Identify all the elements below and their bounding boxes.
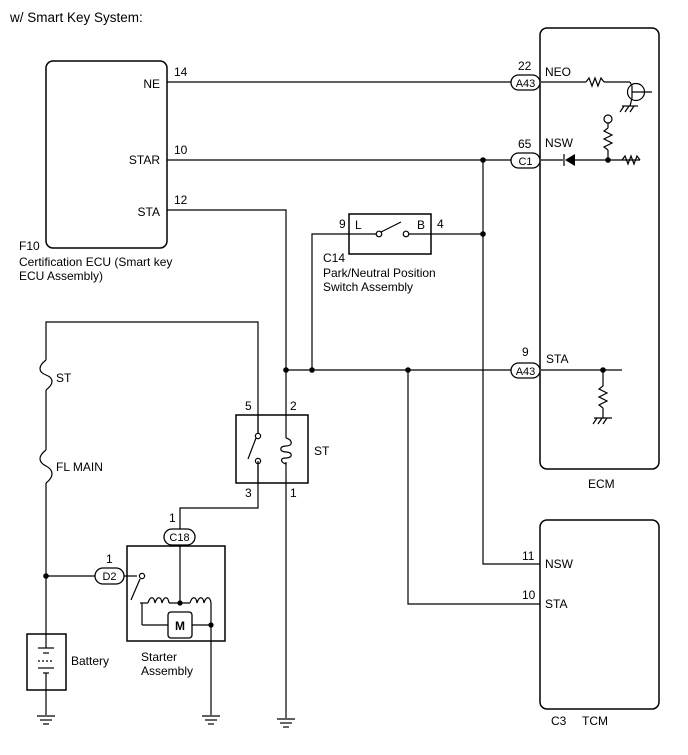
relay-pin-2: 2 (290, 399, 297, 413)
tcm-pin-sta: 10 (522, 588, 536, 602)
cert-ecu-name-line1: Certification ECU (Smart key (19, 255, 172, 269)
connector-a43-neo-label: A43 (516, 78, 536, 90)
connector-a43-sta-label: A43 (516, 366, 536, 378)
starter-motor-label: M (175, 619, 185, 633)
pnp-code: C14 (323, 251, 345, 265)
fuse-fl-main-label: FL MAIN (56, 460, 103, 474)
connector-d2-pin: 1 (106, 552, 113, 566)
ecm-terminal-nsw: NSW (545, 136, 574, 150)
ecm-pin-sta: 9 (522, 345, 529, 359)
pnp-name-line2: Switch Assembly (323, 280, 413, 294)
certification-ecu-box (45, 60, 168, 249)
cert-ecu-pin-ne: 14 (174, 65, 188, 79)
ecm-box (539, 27, 660, 470)
ground-symbol (202, 715, 220, 725)
tcm-name: TCM (582, 714, 608, 728)
starter-name-line1: Starter (141, 650, 177, 664)
tcm-terminal-nsw: NSW (545, 557, 574, 571)
connector-c1-nsw (510, 152, 541, 169)
connector-c1-nsw-label: C1 (518, 156, 532, 168)
relay-pin-1: 1 (290, 486, 297, 500)
starter-name-line2: Assembly (141, 664, 193, 678)
cert-ecu-code: F10 (19, 239, 40, 253)
connector-c18-pin: 1 (169, 511, 176, 525)
cert-ecu-terminal-star: STAR (129, 153, 160, 167)
connector-c18 (163, 528, 196, 546)
starter-assembly-box (126, 545, 226, 642)
connector-a43-neo (510, 74, 541, 91)
connector-a43-sta (510, 362, 541, 379)
ecm-name: ECM (588, 477, 615, 491)
pnp-pin-l: 9 (339, 217, 346, 231)
cert-ecu-pin-star: 10 (174, 143, 188, 157)
ecm-pin-nsw: 65 (518, 137, 532, 151)
pnp-name-line1: Park/Neutral Position (323, 266, 436, 280)
connector-d2-label: D2 (102, 571, 116, 583)
ecm-terminal-sta: STA (546, 352, 568, 366)
starter-motor (167, 611, 193, 639)
cert-ecu-terminal-ne: NE (143, 77, 160, 91)
ecm-terminal-neo: NEO (545, 65, 571, 79)
st-relay-box (235, 414, 309, 484)
fuse-st-label: ST (56, 371, 72, 385)
connector-c18-label: C18 (169, 532, 189, 544)
diagram-title: w/ Smart Key System: (9, 10, 143, 25)
pnp-label-l: L (355, 218, 362, 232)
relay-pin-5: 5 (245, 399, 252, 413)
relay-name: ST (314, 444, 330, 458)
ground-symbol (277, 718, 295, 728)
pnp-pin-b: 4 (437, 217, 444, 231)
connector-d2 (94, 567, 125, 585)
battery-label: Battery (71, 654, 109, 668)
relay-pin-3: 3 (245, 486, 252, 500)
ecm-pin-neo: 22 (518, 59, 532, 73)
cert-ecu-pin-sta: 12 (174, 193, 188, 207)
tcm-code: C3 (551, 714, 567, 728)
ground-symbol (37, 715, 55, 725)
tcm-pin-nsw: 11 (522, 549, 535, 563)
tcm-box (539, 519, 660, 710)
pnp-label-b: B (417, 218, 425, 232)
cert-ecu-name-line2: ECU Assembly) (19, 269, 103, 283)
cert-ecu-terminal-sta: STA (138, 205, 160, 219)
tcm-terminal-sta: STA (545, 597, 567, 611)
